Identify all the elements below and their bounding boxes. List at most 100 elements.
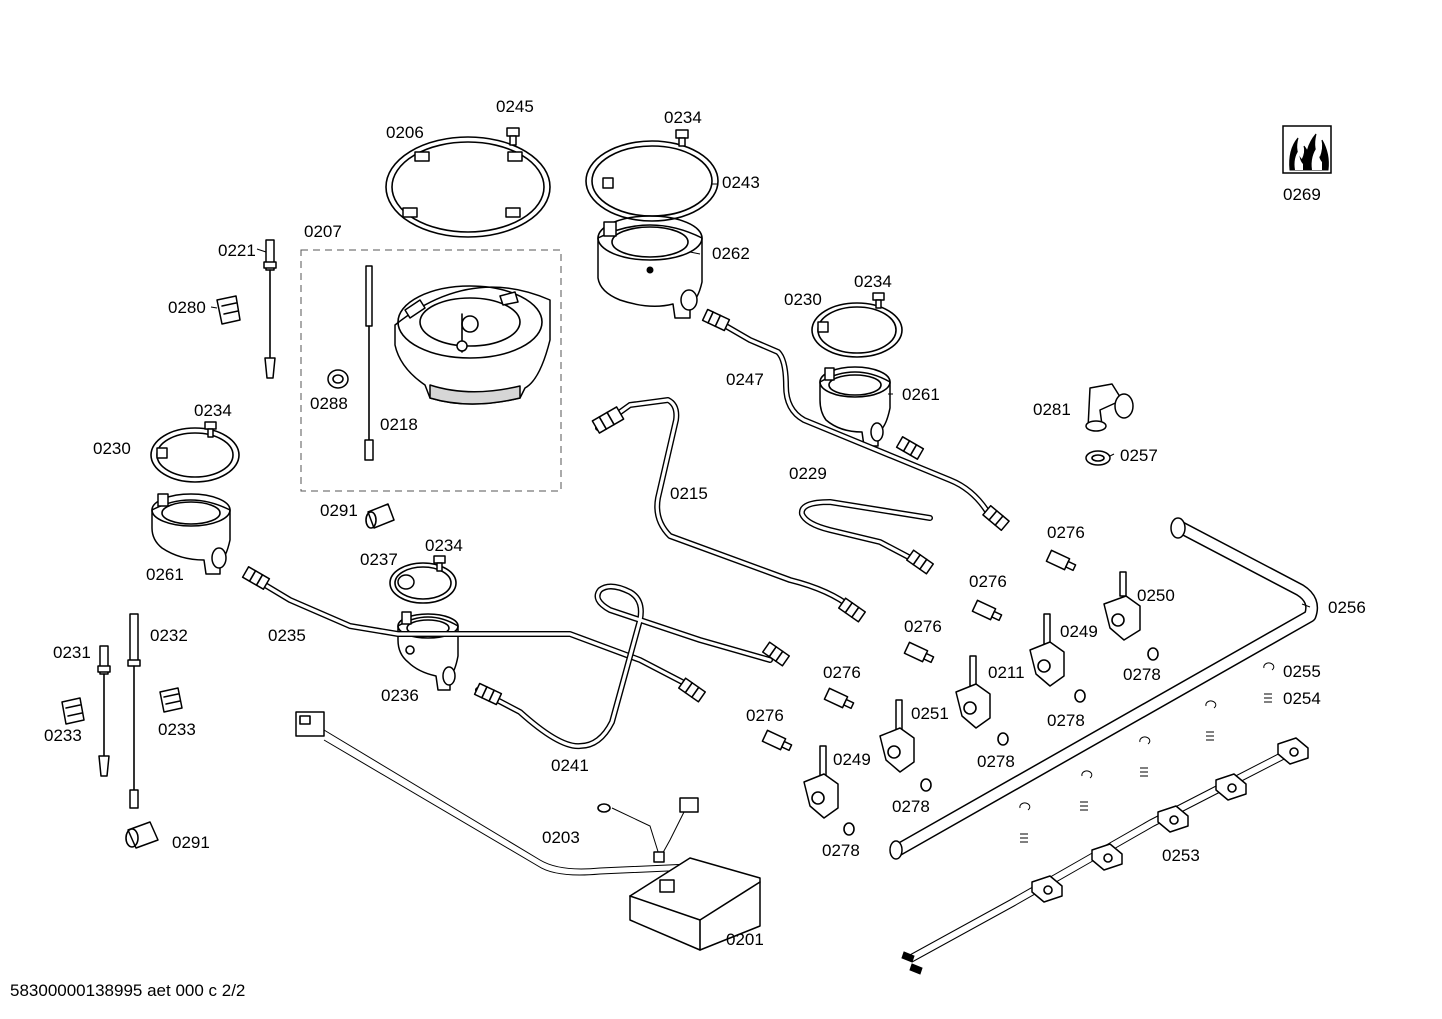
label-0243: 0243 <box>722 173 760 192</box>
label-0249: 0249 <box>1060 622 1098 641</box>
burner-0261-right <box>819 366 891 447</box>
nut-0288 <box>327 369 349 389</box>
label-0201: 0201 <box>726 930 764 949</box>
burner-housing-large <box>394 285 551 405</box>
electrode-0221 <box>263 239 277 379</box>
label-0261: 0261 <box>902 385 940 404</box>
label-0221: 0221 <box>218 241 256 260</box>
label-0256: 0256 <box>1328 598 1366 617</box>
label-0232: 0232 <box>150 626 188 645</box>
label-0269: 0269 <box>1283 185 1321 204</box>
clip-0233-left <box>61 697 85 725</box>
label-0291: 0291 <box>320 501 358 520</box>
assembly-0207-box <box>300 249 562 492</box>
label-0207: 0207 <box>304 222 342 241</box>
label-0211: 0211 <box>988 663 1025 682</box>
label-0233: 0233 <box>158 720 196 739</box>
gasket-ring-0206 <box>385 136 551 238</box>
cap-0291-lower <box>125 821 159 849</box>
electrode-0232 <box>127 613 141 809</box>
label-0276: 0276 <box>746 706 784 725</box>
label-0245: 0245 <box>496 97 534 116</box>
label-0241: 0241 <box>551 756 589 775</box>
label-0276: 0276 <box>823 663 861 682</box>
pipe-fittings <box>241 308 1010 706</box>
wiring-harness-0203 <box>295 711 699 876</box>
gas-valve-0249-right <box>1029 613 1065 687</box>
gas-valve-0251 <box>879 699 915 773</box>
label-0247: 0247 <box>726 370 764 389</box>
label-0251: 0251 <box>911 704 949 723</box>
label-0254: 0254 <box>1283 689 1321 708</box>
gas-valve-0211 <box>955 655 991 729</box>
label-0229: 0229 <box>789 464 827 483</box>
label-0215: 0215 <box>670 484 708 503</box>
label-0278: 0278 <box>1047 711 1085 730</box>
gas-pipes <box>247 315 1319 860</box>
label-0236: 0236 <box>381 686 419 705</box>
screw-0234-right <box>872 292 885 309</box>
cap-0291-upper <box>365 503 395 529</box>
burner-0261-left <box>151 493 231 575</box>
label-0278: 0278 <box>822 841 860 860</box>
screw-0245 <box>506 127 520 146</box>
label-0276: 0276 <box>904 617 942 636</box>
label-0206: 0206 <box>386 123 424 142</box>
label-0291: 0291 <box>172 833 210 852</box>
ignition-harness-0253 <box>901 737 1309 975</box>
screw-0234-mid <box>433 555 446 572</box>
gasket-ring-0237 <box>389 562 457 604</box>
label-0250: 0250 <box>1137 586 1175 605</box>
label-0234: 0234 <box>664 108 702 127</box>
thermocouple-0218 <box>364 265 374 461</box>
label-0276: 0276 <box>1047 523 1085 542</box>
label-0230: 0230 <box>784 290 822 309</box>
label-0231: 0231 <box>53 643 91 662</box>
flame-icon-0269 <box>1282 125 1332 174</box>
gas-valve-0249-left <box>803 745 839 819</box>
label-0235: 0235 <box>268 626 306 645</box>
spark-module-0201 <box>629 857 761 951</box>
gasket-ring-0230-left <box>150 427 240 483</box>
label-0249: 0249 <box>833 750 871 769</box>
springs-0254-0255 <box>1019 662 1275 843</box>
gasket-ring-0243 <box>585 140 719 222</box>
label-0280: 0280 <box>168 298 206 317</box>
burner-0262 <box>597 215 703 319</box>
label-0257: 0257 <box>1120 446 1158 465</box>
label-0262: 0262 <box>712 244 750 263</box>
electrode-0231 <box>97 645 111 777</box>
clip-0233-right <box>159 687 183 713</box>
label-0233: 0233 <box>44 726 82 745</box>
label-0276: 0276 <box>969 572 1007 591</box>
gas-valve-0250 <box>1103 571 1141 641</box>
label-0281: 0281 <box>1033 400 1071 419</box>
label-0253: 0253 <box>1162 846 1200 865</box>
label-0237: 0237 <box>360 550 398 569</box>
label-0203: 0203 <box>542 828 580 847</box>
part-labels: 0245 0206 0234 0243 0269 0207 0221 0262 … <box>44 97 1366 949</box>
elbow-fitting-0281 <box>1085 383 1134 432</box>
label-0234: 0234 <box>194 401 232 420</box>
label-0234: 0234 <box>854 272 892 291</box>
label-0218: 0218 <box>380 415 418 434</box>
document-footer-code: 58300000138995 aet 000 c 2/2 <box>10 981 246 1000</box>
label-0261: 0261 <box>146 565 184 584</box>
label-0288: 0288 <box>310 394 348 413</box>
o-rings-0278 <box>843 647 1159 836</box>
clip-0280 <box>216 295 241 325</box>
label-0278: 0278 <box>1123 665 1161 684</box>
washer-0257 <box>1085 450 1111 466</box>
label-0278: 0278 <box>977 752 1015 771</box>
label-0230: 0230 <box>93 439 131 458</box>
label-0278: 0278 <box>892 797 930 816</box>
screw-0234-top <box>675 129 689 147</box>
label-0234: 0234 <box>425 536 463 555</box>
burner-0236 <box>397 611 459 691</box>
label-0255: 0255 <box>1283 662 1321 681</box>
gasket-ring-0230-right <box>811 302 903 358</box>
injectors-0276 <box>761 549 1077 752</box>
screw-0234-left <box>204 421 217 438</box>
leader-lines <box>210 183 1311 608</box>
